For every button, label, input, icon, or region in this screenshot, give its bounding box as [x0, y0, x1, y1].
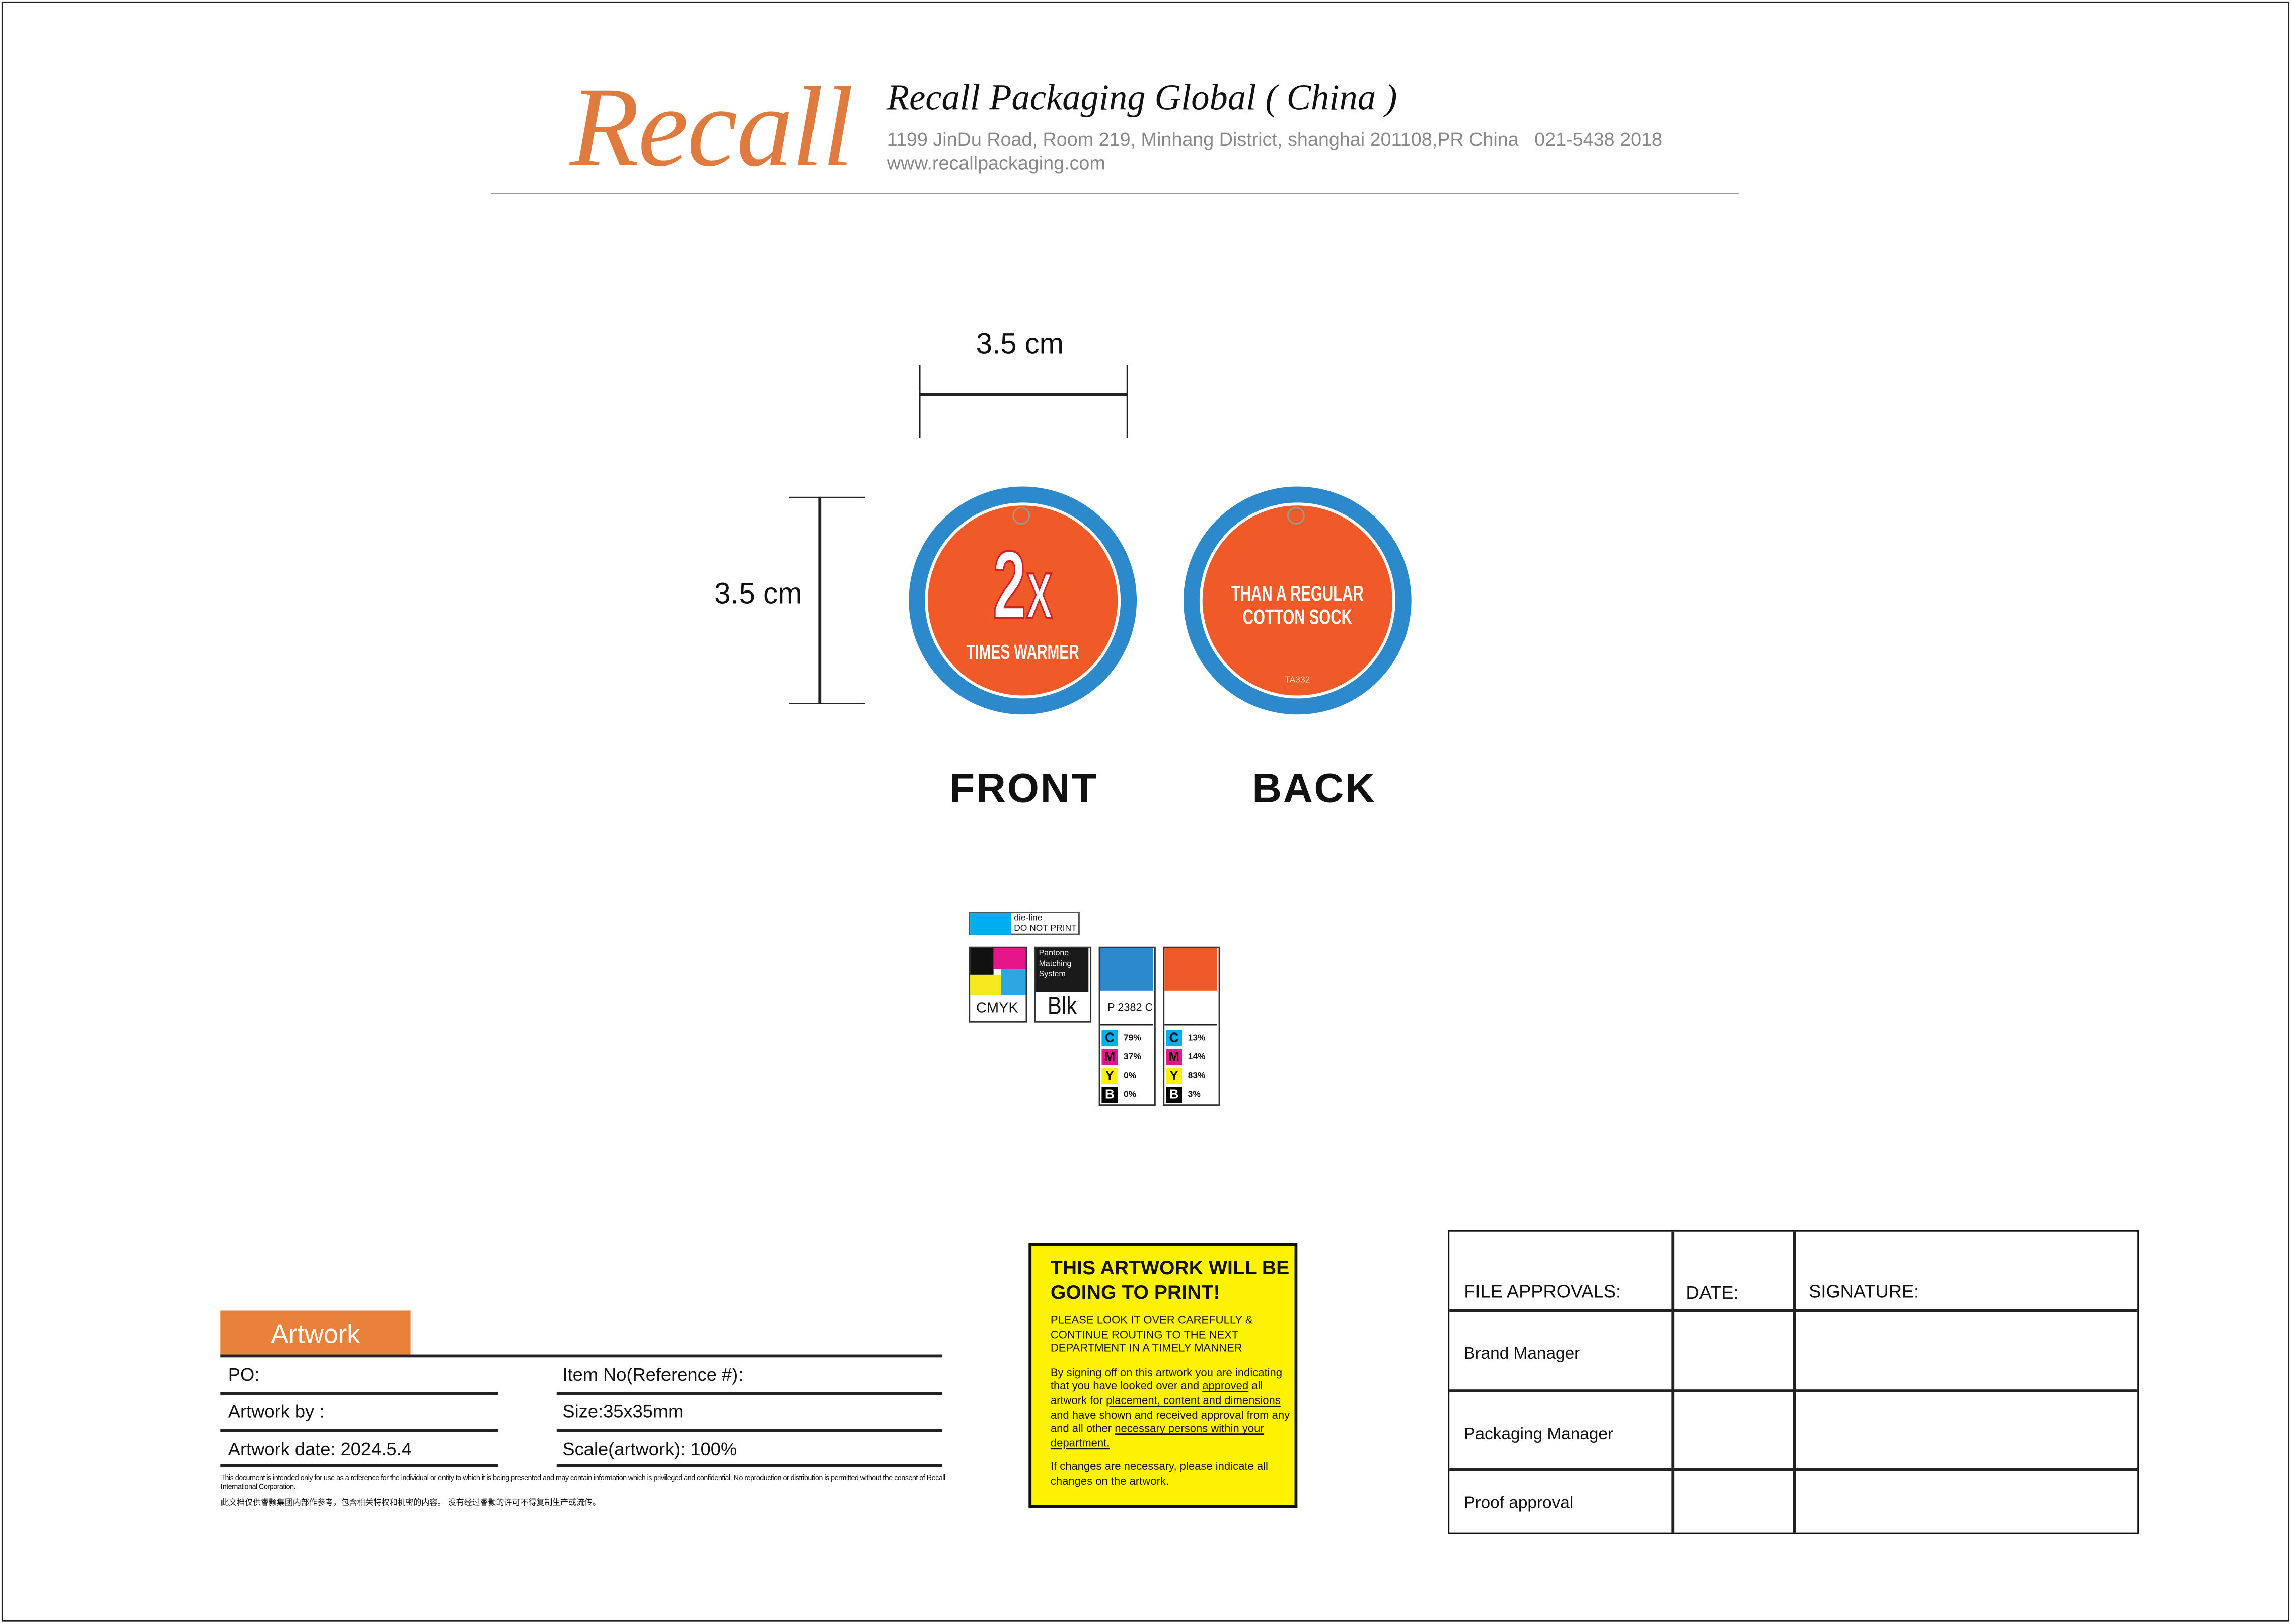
back-tag: THAN A REGULAR COTTON SOCK TA332	[1183, 486, 1412, 715]
file-approvals-header: FILE APPROVALS:	[1464, 1281, 1621, 1302]
blue-color-swatch: P 2382 C C 79% M 37% Y 0% B 0%	[1098, 946, 1156, 1106]
c-value: 79%	[1123, 1034, 1141, 1043]
dimension-tick	[789, 703, 865, 704]
dimension-tick	[919, 365, 921, 438]
divider	[220, 1354, 943, 1357]
front-tag: 2X TIMES WARMER	[909, 486, 1137, 715]
approval-row-brand-manager: Brand Manager	[1464, 1346, 1580, 1363]
c-chip: C	[1101, 1030, 1118, 1047]
height-dimension-label: 3.5 cm	[714, 578, 802, 611]
back-label: BACK	[1252, 765, 1376, 811]
hang-hole	[1287, 507, 1305, 525]
signature-header: SIGNATURE:	[1809, 1281, 1919, 1302]
hang-hole	[1012, 507, 1030, 525]
b-chip: B	[1101, 1087, 1118, 1103]
dimension-tick	[1126, 365, 1128, 438]
notice-title: THIS ARTWORK WILL BE GOING TO PRINT!	[1050, 1257, 1290, 1303]
cmyk-label: CMYK	[976, 1001, 1018, 1017]
notice-paragraph-3: If changes are necessary, please indicat…	[1050, 1460, 1268, 1488]
b-chip: B	[1166, 1087, 1183, 1103]
back-line-2: COTTON SOCK	[1242, 606, 1352, 630]
c-chip: C	[1166, 1030, 1183, 1047]
po-field: PO:	[228, 1364, 260, 1385]
pms-label: Pantone	[1039, 949, 1069, 958]
header-divider	[491, 193, 1739, 195]
company-name: Recall Packaging Global ( China )	[886, 79, 1397, 119]
product-code: TA332	[1285, 676, 1310, 686]
pms-label: Matching	[1039, 959, 1072, 969]
artwork-date-field: Artwork date: 2024.5.4	[228, 1439, 412, 1460]
date-header: DATE:	[1686, 1283, 1739, 1303]
approval-row-proof: Proof approval	[1464, 1495, 1574, 1512]
height-dimension-line	[818, 496, 822, 704]
m-value: 37%	[1123, 1053, 1141, 1062]
m-chip: M	[1166, 1049, 1183, 1065]
dimension-tick	[789, 496, 865, 498]
b-value: 3%	[1188, 1090, 1201, 1100]
c-value: 13%	[1188, 1034, 1206, 1043]
size-field: Size:35x35mm	[562, 1401, 684, 1422]
pantone-code: P 2382 C	[1107, 1001, 1153, 1014]
artwork-by-field: Artwork by :	[228, 1401, 325, 1422]
artwork-tab: Artwork	[220, 1310, 411, 1355]
disclaimer: This document is intended only for use a…	[220, 1474, 945, 1492]
pms-label: System	[1039, 970, 1066, 979]
y-value: 0%	[1123, 1071, 1137, 1081]
scale-field: Scale(artwork): 100%	[562, 1439, 737, 1460]
orange-color-swatch: C 13% M 14% Y 83% B 3%	[1163, 946, 1220, 1106]
m-value: 14%	[1188, 1053, 1206, 1062]
m-chip: M	[1101, 1049, 1118, 1065]
approvals-table: FILE APPROVALS: DATE: SIGNATURE: Brand M…	[1448, 1230, 2139, 1534]
y-chip: Y	[1101, 1068, 1118, 1084]
front-label: FRONT	[949, 765, 1098, 811]
y-chip: Y	[1166, 1068, 1183, 1084]
front-x: X	[1025, 560, 1054, 634]
dieline-note: DO NOT PRINT	[1014, 924, 1077, 933]
print-notice: THIS ARTWORK WILL BE GOING TO PRINT! PLE…	[1028, 1243, 1298, 1508]
width-dimension-label: 3.5 cm	[976, 329, 1064, 361]
b-value: 0%	[1123, 1090, 1137, 1100]
cmyk-swatch: CMYK	[969, 946, 1027, 1023]
company-address: 1199 JinDu Road, Room 219, Minhang Distr…	[886, 128, 1663, 151]
notice-paragraph-1: PLEASE LOOK IT OVER CAREFULLY & CONTINUE…	[1050, 1313, 1253, 1355]
approval-row-packaging-manager: Packaging Manager	[1464, 1426, 1614, 1444]
back-line-1: THAN A REGULAR	[1231, 583, 1364, 607]
width-dimension-line	[919, 393, 1128, 396]
notice-paragraph-2: By signing off on this artwork you are i…	[1050, 1366, 1290, 1449]
front-big-number: 2	[992, 530, 1027, 639]
front-subtitle: TIMES WARMER	[966, 640, 1079, 663]
company-website: www.recallpackaging.com	[886, 152, 1105, 174]
item-no-field: Item No(Reference #):	[562, 1364, 744, 1385]
blk-label: Blk	[1047, 992, 1077, 1020]
disclaimer-cn: 此文档仅供睿颢集团内部作参考，包含相关特权和机密的内容。 没有经过睿颢的许可不得…	[220, 1499, 601, 1508]
recall-logo: Recall	[569, 62, 854, 190]
y-value: 83%	[1188, 1071, 1206, 1081]
dieline-label: die-line	[1014, 914, 1043, 924]
